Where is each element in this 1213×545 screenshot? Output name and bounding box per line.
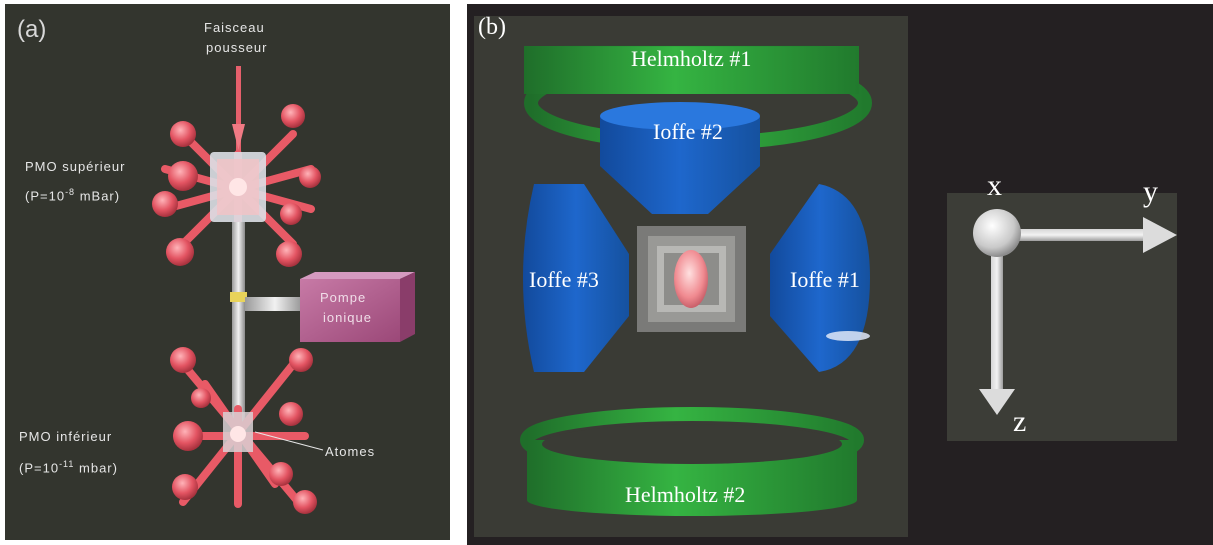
trap-drawing-area: (b) Helmholtz #1 Ioffe #2 Ioffe #3 Ioffe… [474,14,908,537]
tube-flange [230,292,247,302]
y-axis-label: y [1143,175,1158,208]
ioffe-1-label: Ioffe #1 [790,267,860,292]
central-glass-cell [637,226,746,332]
pushing-beam-label-line2: pousseur [206,40,268,55]
helmholtz-coil-2 [520,407,864,516]
lower-mot-label: PMO inférieur [19,429,113,444]
panel-b-ioffe-trap: (b) Helmholtz #1 Ioffe #2 Ioffe #3 Ioffe… [467,4,1213,545]
ioffe-coil-3 [523,184,629,372]
x-axis-label: x [987,169,1002,202]
upper-mot-pressure-unit: mBar) [75,188,121,204]
helmholtz-2-label: Helmholtz #2 [625,482,746,507]
ioffe-coil-1 [770,184,870,372]
ioffe-coil-2 [600,102,760,214]
upper-mot-label: PMO supérieur [25,159,126,174]
pushing-beam-label-line1: Faisceau [204,20,265,35]
lower-mot-pressure-unit: mbar) [74,460,118,476]
lower-mot-beam-ends [170,347,317,514]
ion-pump [300,272,415,342]
ion-pump-label-line2: ionique [323,310,372,325]
upper-mot-beam-ends [152,104,321,267]
atoms-pointer [254,431,324,451]
panel-a-mot-setup: (a) Faisceau pousseur PMO supérieur (P=1… [5,4,450,540]
axes-drawing [973,209,1177,415]
trap-drawing [520,45,872,516]
upper-mot-pressure: (P=10-8 mBar) [25,182,120,206]
lower-mot-pressure: (P=10-11 mbar) [19,454,118,478]
panel-b-tag: (b) [478,14,506,40]
coordinate-axes-box: x y z [947,169,1177,441]
ioffe-3-label: Ioffe #3 [529,267,599,292]
upper-mot-cell [210,152,266,222]
panel-a-tag: (a) [17,16,47,43]
x-axis-sphere [973,209,1021,257]
lower-mot-pressure-prefix: (P=10 [19,460,60,476]
upper-mot-pressure-prefix: (P=10 [25,188,66,204]
upper-mot-pressure-exponent: -8 [65,187,76,197]
lower-mot-cell [223,412,253,452]
atoms-label: Atomes [325,444,376,459]
z-axis-arrow [979,241,1015,415]
transfer-tube [232,222,245,432]
panel-a-drawing [152,66,415,514]
y-axis-arrow [1007,217,1177,253]
ion-pump-label-line1: Pompe [320,290,367,305]
lower-mot-pressure-exponent: -11 [59,459,75,469]
pushing-beam [232,66,245,164]
z-axis-label: z [1013,405,1027,438]
atom-cloud [674,250,708,308]
ioffe-2-label: Ioffe #2 [653,119,723,144]
pump-pipe [245,297,305,311]
helmholtz-1-label: Helmholtz #1 [631,46,752,71]
